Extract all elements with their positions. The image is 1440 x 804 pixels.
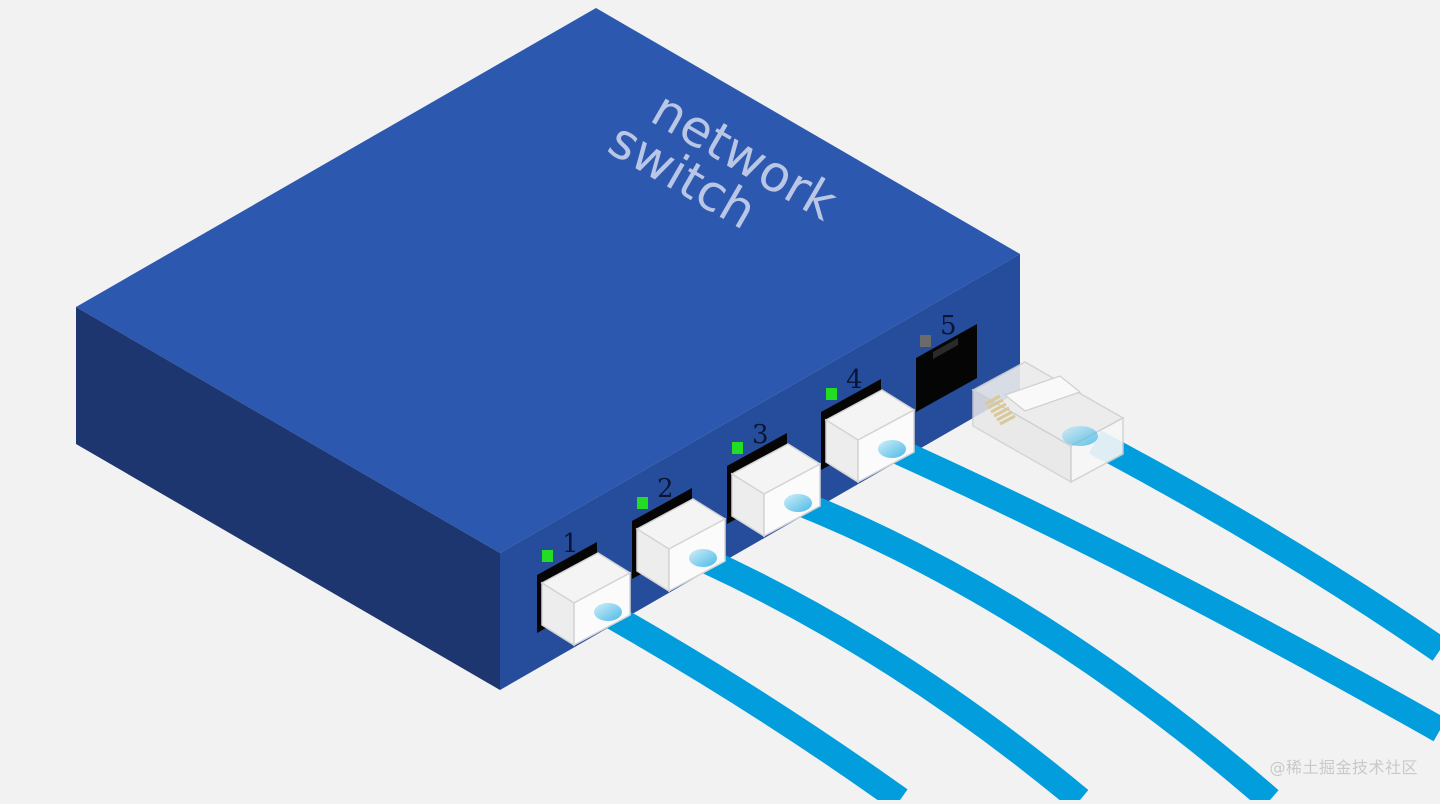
port-led [732, 442, 743, 454]
port-led [542, 550, 553, 562]
port-led [826, 388, 837, 400]
cable-unplugged [1095, 442, 1440, 650]
unplugged-rj45-plug[interactable] [973, 362, 1123, 482]
port-label: 5 [940, 311, 957, 341]
port-led [637, 497, 648, 509]
port-label: 2 [657, 474, 674, 504]
port-label: 4 [846, 365, 863, 395]
watermark: @稀土掘金技术社区 [1269, 754, 1418, 778]
cable-port-2 [705, 560, 1080, 800]
port-led [920, 335, 931, 347]
